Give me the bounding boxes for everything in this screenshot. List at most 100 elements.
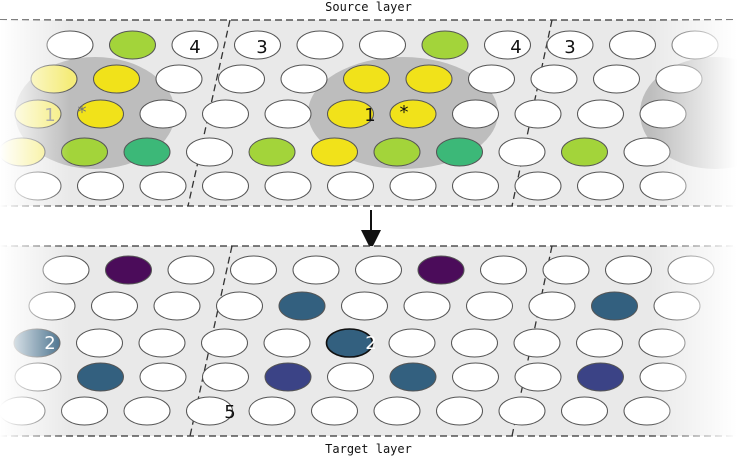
- cell: [373, 137, 421, 167]
- cell: [561, 396, 608, 426]
- cell: [452, 171, 499, 201]
- cell: [139, 99, 187, 129]
- source-layer-title: Source layer: [325, 0, 412, 14]
- cell: [498, 396, 546, 426]
- cell: [389, 362, 437, 392]
- cell: [202, 99, 249, 129]
- cell: [327, 362, 374, 392]
- cell: [484, 30, 531, 60]
- label-four: 4: [189, 37, 200, 58]
- cell: [327, 99, 374, 129]
- cell: [593, 64, 640, 94]
- cell: [123, 396, 171, 426]
- source-tile-divider: [187, 19, 231, 207]
- cell: [105, 255, 152, 285]
- cell: [296, 30, 344, 60]
- cell: [514, 362, 562, 392]
- cell: [91, 291, 138, 321]
- label-three: 3: [564, 37, 575, 58]
- cell: [201, 328, 248, 358]
- cell: [234, 30, 281, 60]
- cell: [230, 255, 277, 285]
- cell: [452, 362, 499, 392]
- right-fade-overlay: [650, 20, 737, 438]
- cell: [264, 362, 312, 392]
- cell: [577, 99, 624, 129]
- cell: [388, 328, 436, 358]
- cell: [546, 30, 594, 60]
- cell: [248, 137, 296, 167]
- cell: [466, 291, 513, 321]
- source-tile-divider: [511, 19, 553, 207]
- target-layer-title: Target layer: [325, 442, 412, 456]
- cell: [218, 64, 265, 94]
- cell: [514, 99, 562, 129]
- cell: [264, 99, 312, 129]
- cell: [528, 291, 576, 321]
- left-fade-overlay: [0, 20, 70, 438]
- cell: [542, 255, 590, 285]
- cell: [513, 328, 561, 358]
- cell: [278, 291, 326, 321]
- cell: [403, 291, 451, 321]
- cell: [417, 255, 465, 285]
- cell: [405, 64, 453, 94]
- cell: [264, 171, 312, 201]
- cell: [577, 171, 624, 201]
- cell: [186, 137, 233, 167]
- label-three: 3: [256, 37, 267, 58]
- cell: [77, 99, 124, 129]
- cell: [514, 171, 562, 201]
- cell: [216, 291, 263, 321]
- cell: [498, 137, 546, 167]
- cell: [171, 30, 219, 60]
- cell: [609, 30, 656, 60]
- cell: [436, 396, 483, 426]
- label-star-faded: *: [78, 102, 87, 123]
- cell: [123, 137, 171, 167]
- label-two: 2: [365, 333, 376, 354]
- cell: [359, 30, 406, 60]
- cell: [389, 99, 437, 129]
- cell: [311, 396, 358, 426]
- cell: [355, 255, 402, 285]
- cell: [325, 328, 374, 358]
- cell: [421, 30, 469, 60]
- cell: [468, 64, 515, 94]
- cell: [605, 255, 652, 285]
- cell: [263, 328, 311, 358]
- cell: [76, 328, 123, 358]
- cell: [561, 137, 608, 167]
- cell: [139, 362, 187, 392]
- cell: [436, 137, 483, 167]
- cell: [280, 64, 328, 94]
- cell: [389, 171, 437, 201]
- cell: [591, 291, 638, 321]
- cell: [452, 99, 499, 129]
- cell: [341, 291, 388, 321]
- cell: [343, 64, 390, 94]
- cell: [186, 396, 233, 426]
- cell: [576, 328, 623, 358]
- cell: [311, 137, 358, 167]
- cell: [93, 64, 140, 94]
- cell: [451, 328, 498, 358]
- cell: [77, 171, 124, 201]
- cell: [138, 328, 186, 358]
- cell: [202, 171, 249, 201]
- cell: [480, 255, 527, 285]
- cell: [373, 396, 421, 426]
- label-one: 1: [364, 105, 375, 126]
- cell: [139, 171, 187, 201]
- cell: [202, 362, 249, 392]
- cell: [248, 396, 296, 426]
- label-star: *: [400, 102, 409, 123]
- cell: [327, 171, 374, 201]
- cell: [153, 291, 201, 321]
- label-four: 4: [510, 37, 521, 58]
- cell: [577, 362, 624, 392]
- cell: [530, 64, 578, 94]
- cell: [77, 362, 124, 392]
